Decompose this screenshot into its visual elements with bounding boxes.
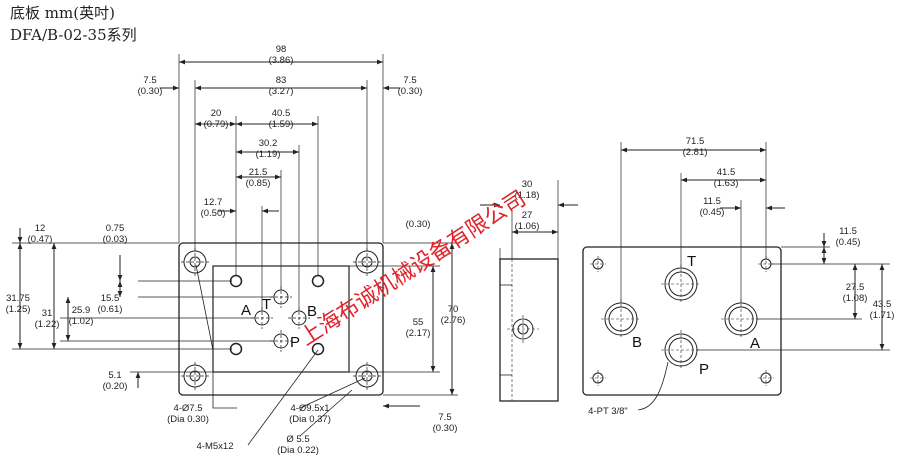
dim-70-in: (2.76) (441, 315, 466, 326)
dim-31-75-in: (1.25) (6, 304, 31, 315)
bottom-plate-outline (582, 246, 782, 396)
dim-31: 31 (42, 308, 53, 319)
dim-12: 12 (35, 223, 46, 234)
port-label-t: T (262, 296, 271, 313)
dim-43-5-in: (1.71) (870, 310, 895, 321)
dim-31-75: 31.75 (6, 293, 30, 304)
m5-tapped-hole (311, 342, 325, 356)
callout-pt-thread: 4-PT 3/8" (588, 406, 628, 417)
dim-25-9-in: (1.02) (69, 316, 94, 327)
bottom-view-labels: T B A P 71.5 (2.81) 41.5 (1.63) 11.5 (0.… (588, 136, 894, 417)
callout-mounting-holes: 4-Ø7.5 (173, 403, 202, 414)
dim-width-83: 83 (276, 75, 287, 86)
dim-5-1: 5.1 (108, 370, 121, 381)
dim-left-7-5-in: (0.30) (138, 86, 163, 97)
dim-71-5: 71.5 (686, 136, 705, 147)
dim-11-5-side-in: (0.45) (836, 237, 861, 248)
bottom-label-a: A (750, 335, 760, 352)
dim-15-5: 15.5 (101, 293, 120, 304)
dim-width-83-in: (3.27) (269, 86, 294, 97)
dim-41-5-in: (1.63) (714, 178, 739, 189)
dim-12-7-in: (0.50) (201, 208, 226, 219)
dim-27-5-in: (1.08) (843, 293, 868, 304)
dim-27-5: 27.5 (846, 282, 865, 293)
dim-31-in: (1.22) (35, 319, 60, 330)
callout-counterbore: 4-Ø9.5x1 (290, 403, 329, 414)
bottom-label-b: B (632, 334, 642, 351)
bottom-label-p: P (699, 361, 709, 378)
dim-40-5: 40.5 (272, 108, 291, 119)
front-view (12, 54, 458, 446)
drawing-subtitle: DFA/B-02-35系列 (10, 26, 137, 44)
dim-20-in: (0.79) (204, 119, 229, 130)
dim-11-5-side: 11.5 (839, 226, 857, 237)
dim-27-in: (1.06) (515, 221, 540, 232)
dim-11-5-top-in: (0.45) (700, 207, 725, 218)
dim-0-75-in: (0.03) (103, 234, 128, 245)
dim-20: 20 (211, 108, 222, 119)
dim-width-98-in: (3.86) (269, 55, 294, 66)
dim-41-5: 41.5 (717, 167, 736, 178)
dim-70: 70 (448, 304, 459, 315)
callout-port-dia-in: (Dia 0.22) (277, 445, 319, 456)
dim-71-5-in: (2.81) (683, 147, 708, 158)
port-label-b: B (307, 303, 317, 320)
dim-12-in: (0.47) (28, 234, 53, 245)
dim-width-98: 98 (276, 44, 287, 55)
dim-bottom-7-5: 7.5 (438, 412, 451, 423)
callout-mounting-holes-in: (Dia 0.30) (167, 414, 209, 425)
port-label-p: P (290, 334, 300, 351)
side-plate-outline (499, 258, 559, 402)
dim-12-7: 12.7 (204, 197, 223, 208)
dim-27: 27 (522, 210, 533, 221)
callout-port-dia: Ø 5.5 (286, 434, 309, 445)
callout-counterbore-in: (Dia 0.37) (289, 414, 331, 425)
dim-11-5-top: 11.5 (703, 196, 721, 207)
m5-tapped-hole (311, 274, 325, 288)
drawing-title: 底板 mm(英吋) (10, 4, 115, 22)
bottom-view (582, 142, 890, 411)
callout-m5-thread: 4-M5x12 (197, 441, 234, 452)
dim-right-7-5: 7.5 (403, 75, 416, 86)
dim-30-2: 30.2 (259, 138, 278, 149)
dim-0-75: 0.75 (106, 223, 125, 234)
dim-25-9: 25.9 (72, 305, 91, 316)
dim-right-7-5-in: (0.30) (398, 86, 423, 97)
dim-left-7-5: 7.5 (143, 75, 156, 86)
dim-40-5-in: (1.59) (269, 119, 294, 130)
dim-hidden-in: (0.30) (406, 219, 431, 230)
port-label-a: A (241, 302, 251, 319)
dim-21-5-in: (0.85) (246, 178, 271, 189)
dim-55: 55 (413, 317, 424, 328)
dim-30-in: (1.18) (515, 190, 540, 201)
dim-30: 30 (522, 179, 533, 190)
dim-21-5: 21.5 (249, 167, 268, 178)
front-view-labels: T A B P 98 (3.86) 83 (3.27) 7.5 (0.30) 7… (6, 44, 540, 456)
side-view (480, 180, 578, 402)
dim-bottom-7-5-in: (0.30) (433, 423, 458, 434)
dim-15-5-in: (0.61) (98, 304, 123, 315)
dim-43-5: 43.5 (873, 299, 892, 310)
m5-tapped-hole (229, 342, 243, 356)
m5-tapped-hole (229, 274, 243, 288)
dim-30-2-in: (1.19) (256, 149, 281, 160)
dim-5-1-in: (0.20) (103, 381, 128, 392)
bottom-label-t: T (687, 253, 696, 270)
dim-55-in: (2.17) (406, 328, 431, 339)
